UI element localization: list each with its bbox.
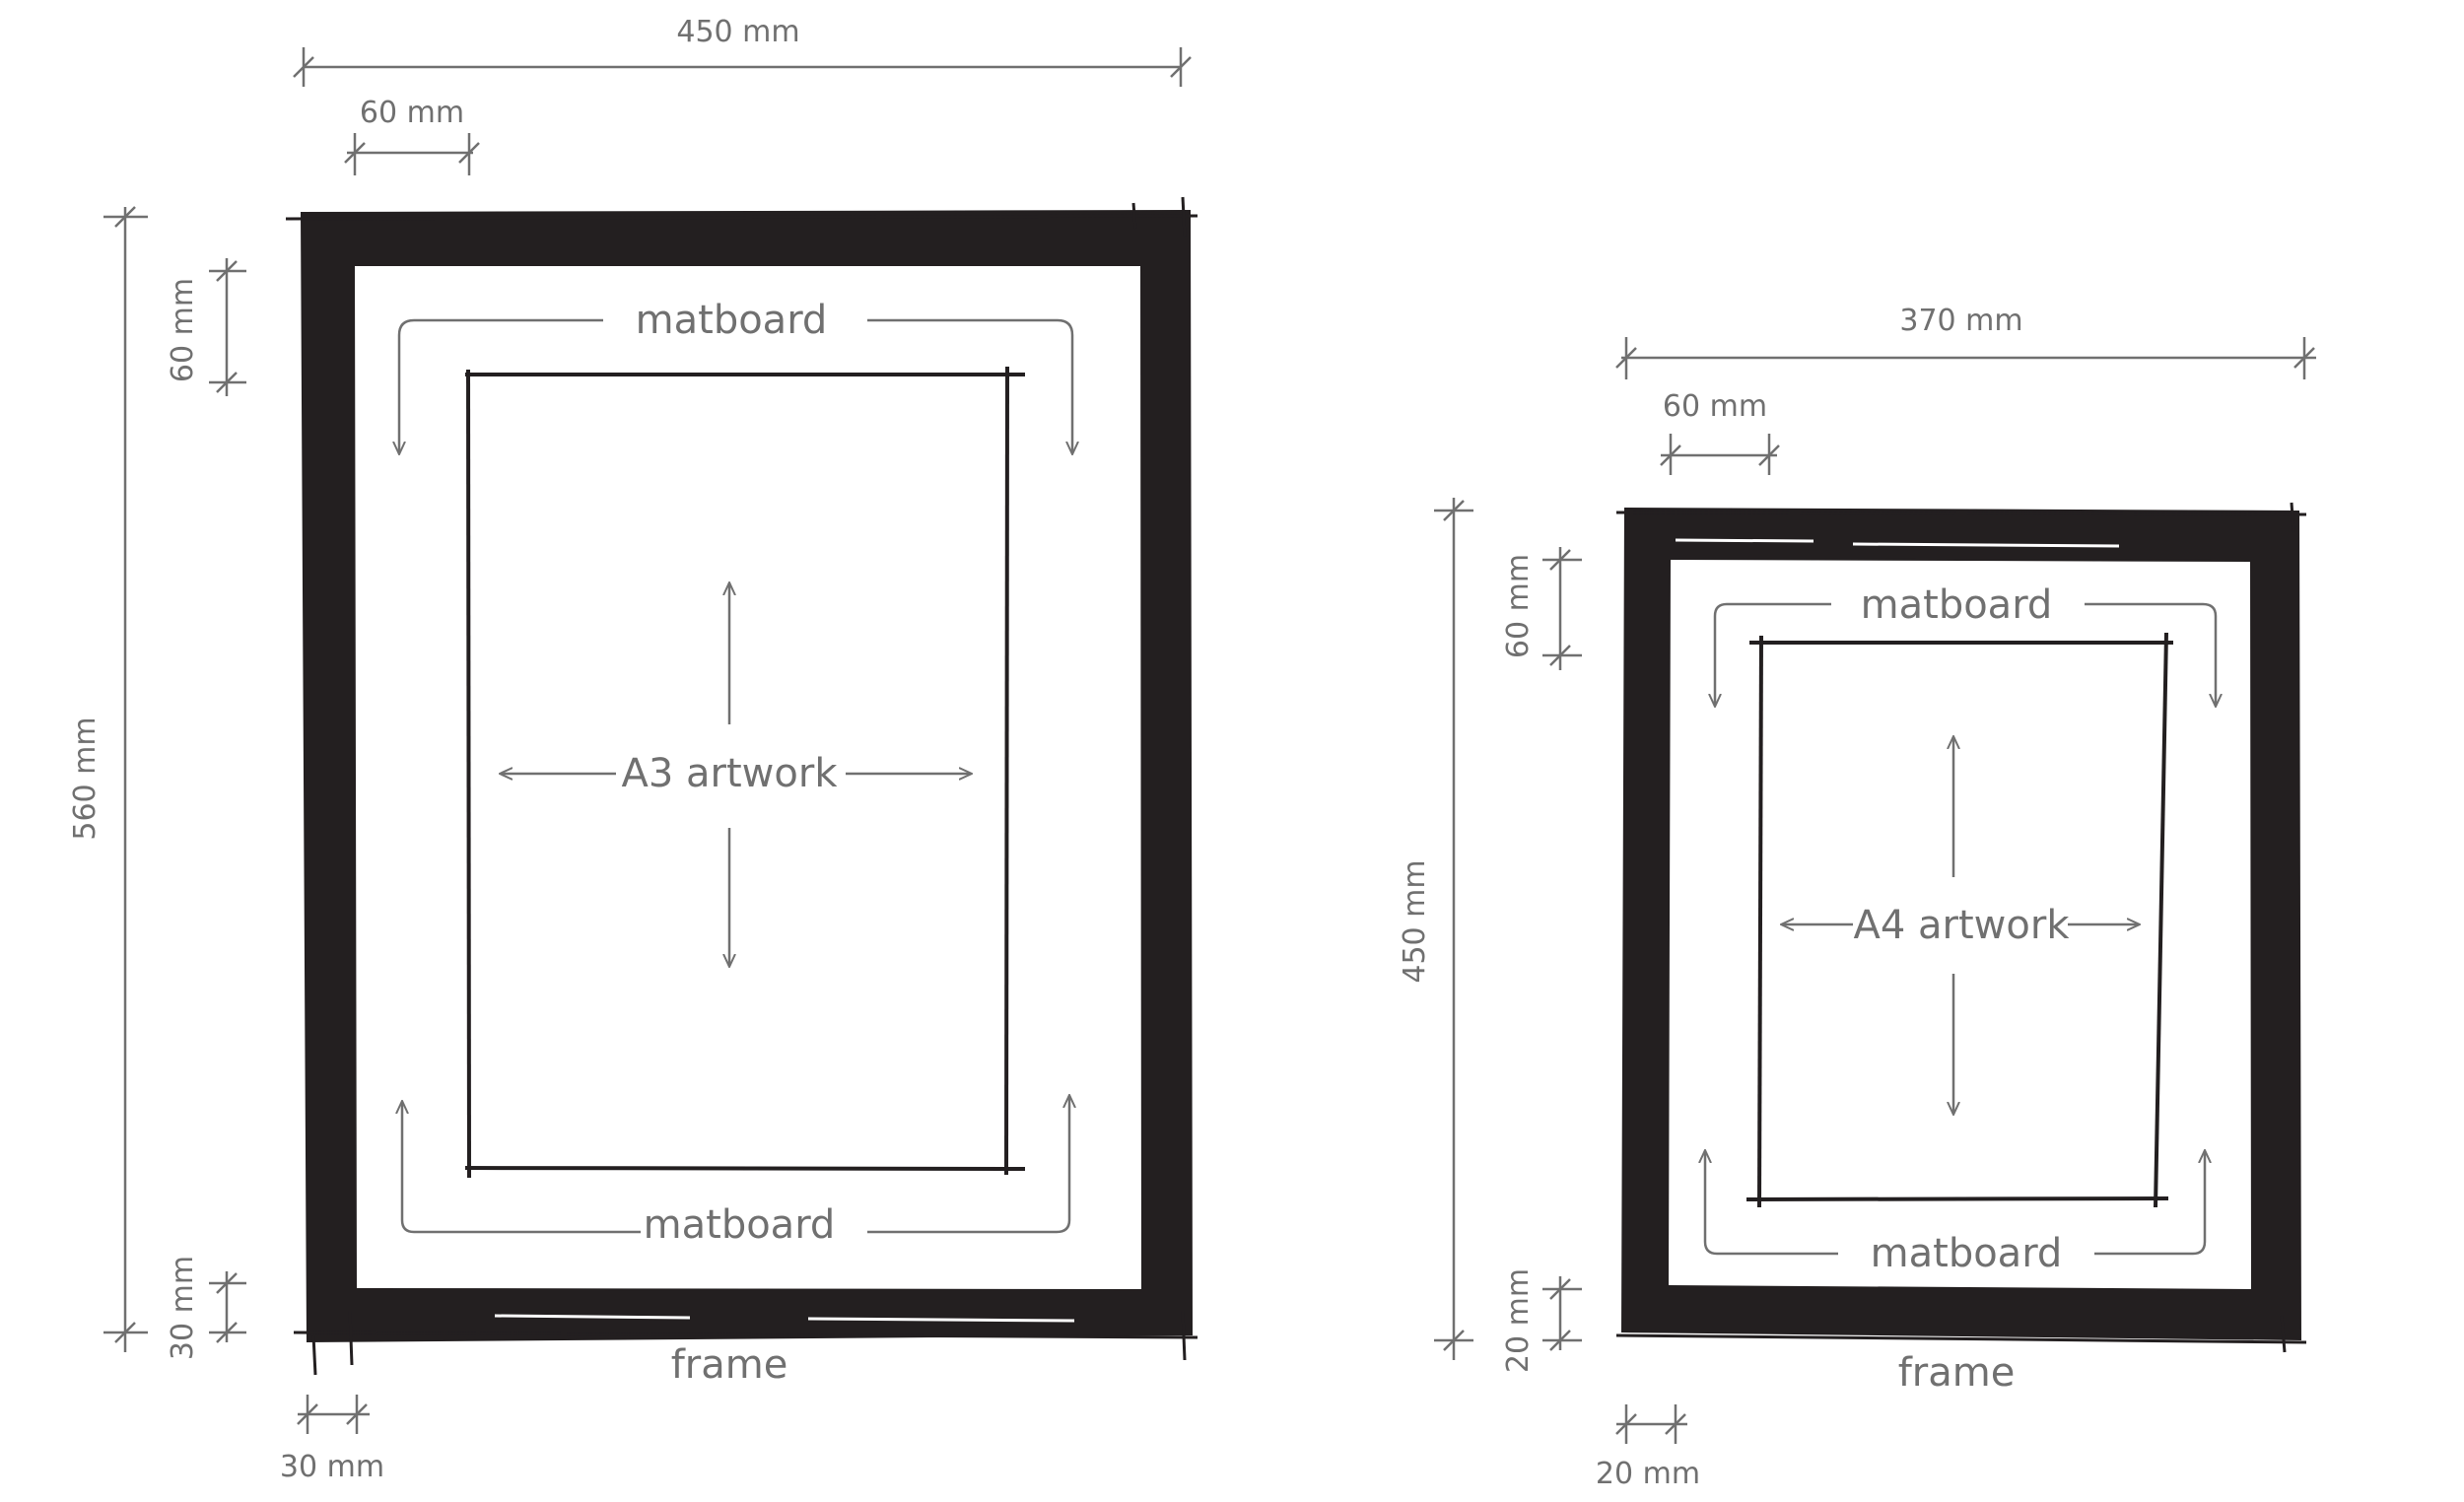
a4-frame-width-label: 20 mm xyxy=(1596,1457,1700,1491)
a3-mat-width-dimension xyxy=(344,133,480,175)
a4-artwork-arrows xyxy=(1782,737,2139,1114)
a4-width-dimension xyxy=(1615,337,2316,379)
a4-mat-width-dimension xyxy=(1660,434,1780,475)
a4-frame-height-dimension xyxy=(1542,1276,1582,1351)
a4-height-dimension xyxy=(1434,498,1473,1360)
a4-height-label: 450 mm xyxy=(1398,859,1432,983)
a4-width-label: 370 mm xyxy=(1899,304,2022,338)
a4-frame-group: 370 mm 60 mm 450 mm 60 mm 20 mm 20 mm ma… xyxy=(1398,304,2316,1491)
a3-artwork-label: A3 artwork xyxy=(622,751,839,796)
a4-mat-height-dimension xyxy=(1542,547,1582,670)
a3-matboard-top-label: matboard xyxy=(636,298,828,343)
a3-mat-height-dimension xyxy=(209,258,246,396)
a4-matboard-bottom-guides xyxy=(1705,1151,2205,1256)
a3-frame-width-dimension xyxy=(297,1395,370,1434)
a4-matboard-top-label: matboard xyxy=(1861,582,2053,628)
a3-width-label: 450 mm xyxy=(676,15,799,49)
a3-frame-width-label: 30 mm xyxy=(280,1450,384,1484)
a3-frame-label: frame xyxy=(671,1342,788,1388)
a3-mat-height-label: 60 mm xyxy=(166,278,200,382)
a3-height-label: 560 mm xyxy=(68,717,103,840)
a3-artwork-arrows xyxy=(501,583,971,966)
a3-frame-height-label: 30 mm xyxy=(166,1256,200,1360)
a3-height-dimension xyxy=(103,206,148,1352)
a3-matboard-top-guides xyxy=(399,318,1072,453)
a4-matboard-top-guides xyxy=(1715,602,2216,706)
a4-artwork-rect xyxy=(1745,632,2173,1208)
a3-matboard-bottom-guides xyxy=(402,1096,1069,1234)
a4-artwork-label: A4 artwork xyxy=(1854,903,2071,948)
a4-frame-sketch-marks xyxy=(1615,502,2307,1353)
a3-matboard-bottom-label: matboard xyxy=(644,1202,836,1248)
a4-frame-height-label: 20 mm xyxy=(1501,1268,1536,1373)
a3-artwork-rect xyxy=(464,366,1026,1179)
a3-width-dimension xyxy=(293,47,1192,87)
a3-mat-width-label: 60 mm xyxy=(360,96,464,130)
a3-frame-height-dimension xyxy=(209,1271,246,1343)
a4-frame-width-dimension xyxy=(1615,1404,1687,1444)
a4-frame-label: frame xyxy=(1898,1350,2016,1396)
a3-frame-group: 450 mm 60 mm 560 mm 60 mm 30 mm 30 mm ma… xyxy=(68,15,1198,1484)
a4-matboard-bottom-label: matboard xyxy=(1871,1231,2063,1276)
a3-frame-sketch-marks xyxy=(285,196,1198,1376)
a4-mat-width-label: 60 mm xyxy=(1663,389,1767,424)
a4-mat-height-label: 60 mm xyxy=(1501,554,1536,658)
